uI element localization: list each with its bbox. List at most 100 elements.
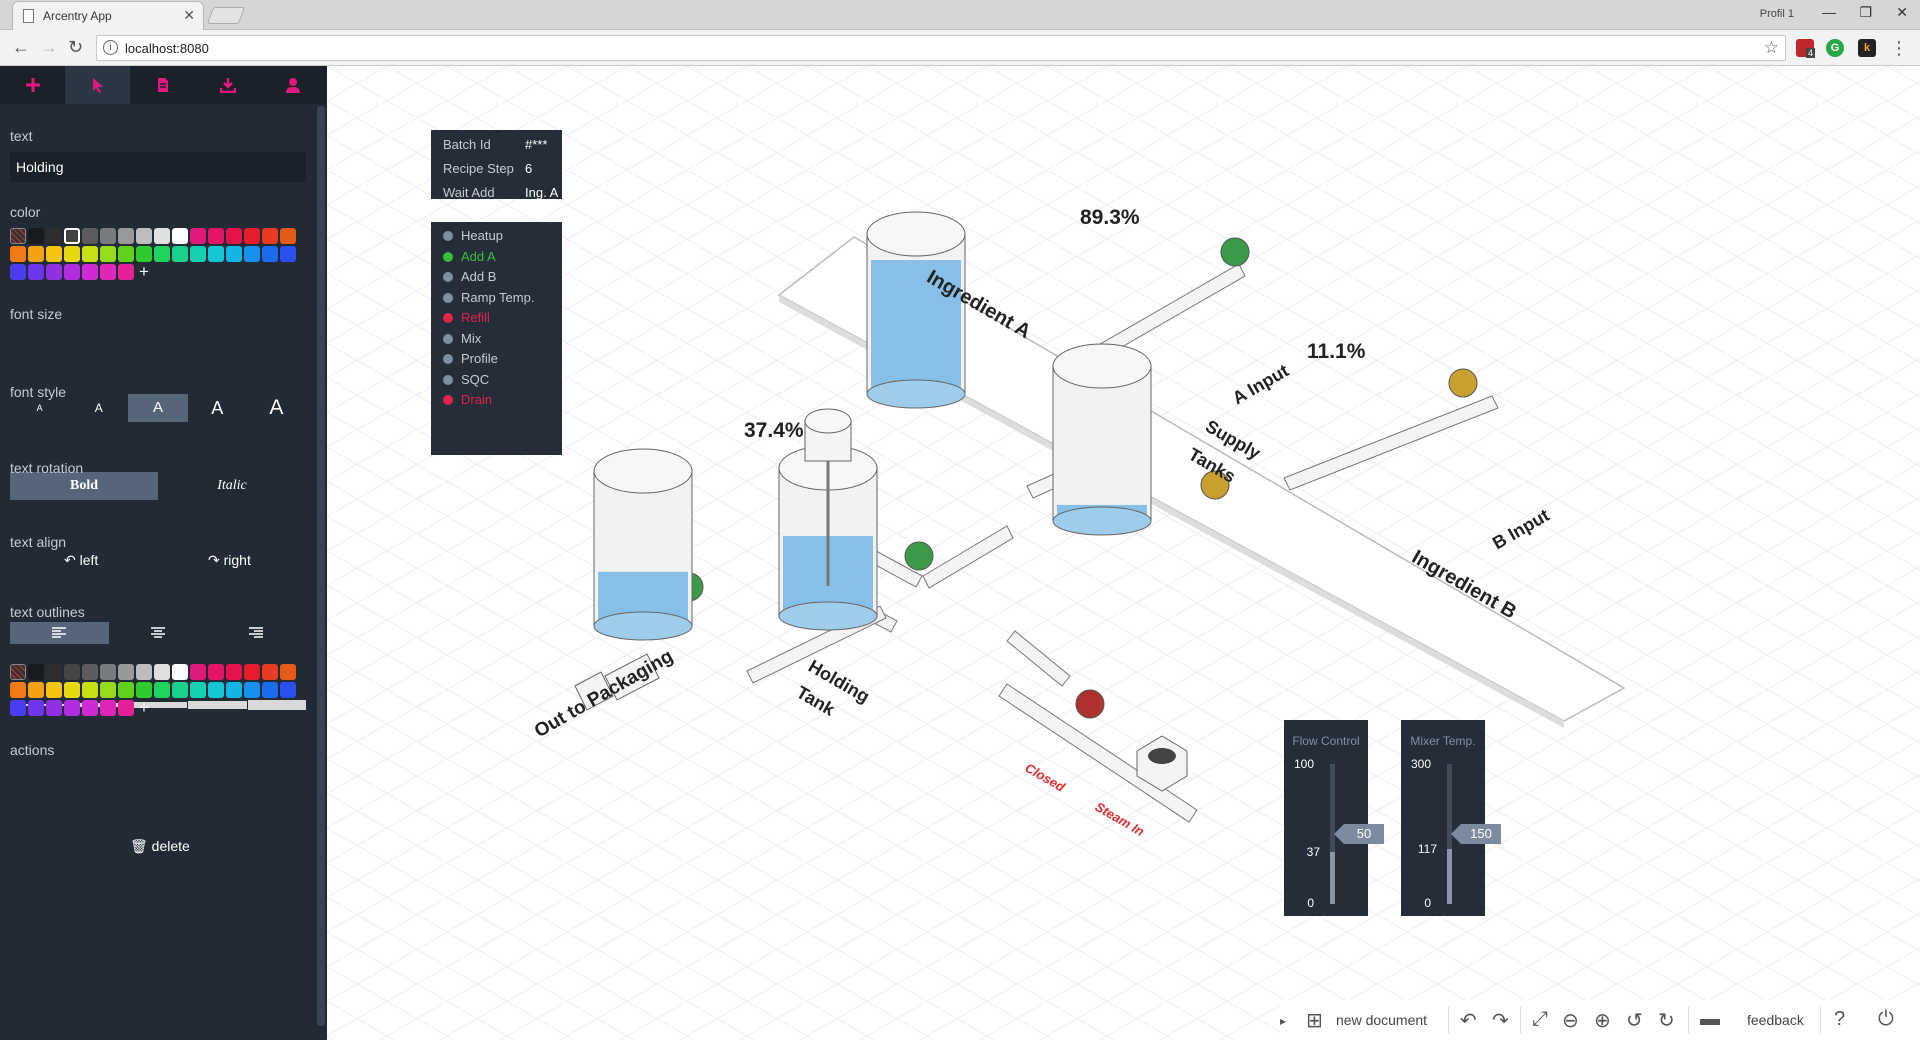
font-size-s-button[interactable]: A <box>94 401 103 415</box>
color-swatch[interactable] <box>100 228 116 244</box>
outline-width-5[interactable] <box>247 700 307 710</box>
color-swatch[interactable] <box>46 682 62 698</box>
packaging-flange[interactable] <box>574 653 660 711</box>
color-swatch[interactable] <box>46 246 62 262</box>
outline-width-3[interactable] <box>128 702 188 708</box>
zoom-in-icon[interactable]: ⊕ <box>1594 1010 1611 1032</box>
color-swatch[interactable] <box>10 682 26 698</box>
color-swatch[interactable] <box>46 228 62 244</box>
add-color-icon[interactable]: + <box>139 262 149 281</box>
new-tab-button[interactable] <box>206 7 246 24</box>
color-swatch[interactable] <box>64 664 80 680</box>
outline-width-4[interactable] <box>188 701 247 709</box>
color-swatch[interactable] <box>280 664 296 680</box>
rotate-left-button[interactable]: ↶ left <box>64 552 98 569</box>
zoom-out-icon[interactable]: ⊖ <box>1562 1010 1579 1032</box>
browser-tab[interactable]: Arcentry App ✕ <box>12 1 204 30</box>
italic-button[interactable]: Italic <box>217 478 247 493</box>
new-document-icon[interactable]: ⊞ <box>1306 1010 1323 1032</box>
color-swatch[interactable] <box>10 246 26 262</box>
select-tool-button[interactable] <box>65 66 130 104</box>
help-icon[interactable]: ? <box>1834 1008 1846 1030</box>
color-swatch[interactable] <box>190 228 206 244</box>
color-swatch[interactable] <box>100 664 116 680</box>
forward-icon[interactable]: → <box>40 37 58 57</box>
redo-icon[interactable]: ↷ <box>1492 1010 1509 1032</box>
color-swatch[interactable] <box>82 228 98 244</box>
color-swatch[interactable] <box>136 682 152 698</box>
grammar-extension-icon[interactable]: G <box>1826 39 1844 57</box>
color-swatch[interactable] <box>154 246 170 262</box>
color-swatch[interactable] <box>262 664 278 680</box>
color-swatch[interactable] <box>262 682 278 698</box>
valve-steam[interactable] <box>1075 689 1105 719</box>
rotate-cw-icon[interactable]: ↻ <box>1658 1010 1675 1032</box>
info-icon[interactable]: i <box>103 40 118 55</box>
color-swatch[interactable] <box>118 682 134 698</box>
color-swatch[interactable] <box>190 664 206 680</box>
restore-icon[interactable]: ❐ <box>1859 4 1872 20</box>
holding-percentage[interactable]: 37.4% <box>744 419 804 442</box>
temp-setpoint-knob[interactable]: 150 <box>1451 824 1501 844</box>
collapse-arrow-icon[interactable]: ▸ <box>1280 1014 1287 1028</box>
color-swatch[interactable] <box>208 664 224 680</box>
browser-menu-icon[interactable]: ⋮ <box>1890 38 1908 58</box>
color-swatch[interactable] <box>100 700 116 716</box>
delete-button[interactable]: 🗑 delete <box>130 838 190 855</box>
text-input[interactable]: Holding <box>10 152 306 182</box>
color-swatch[interactable] <box>208 246 224 262</box>
color-swatch[interactable] <box>172 664 188 680</box>
close-tab-icon[interactable]: ✕ <box>183 7 195 23</box>
add-color-icon[interactable]: + <box>139 698 149 717</box>
flow-setpoint-knob[interactable]: 50 <box>1334 824 1384 844</box>
tank-b[interactable] <box>1052 343 1152 536</box>
color-swatch[interactable] <box>100 246 116 262</box>
align-right-button[interactable] <box>207 622 306 644</box>
color-swatch[interactable] <box>208 682 224 698</box>
color-swatch[interactable] <box>28 700 44 716</box>
valve-supply-yellow[interactable] <box>1200 470 1230 500</box>
color-swatch[interactable] <box>172 228 188 244</box>
user-tool-button[interactable] <box>260 66 325 104</box>
color-swatch[interactable] <box>226 682 242 698</box>
color-swatch[interactable] <box>136 664 152 680</box>
color-swatch[interactable] <box>64 700 80 716</box>
color-swatch[interactable] <box>136 246 152 262</box>
no-color-swatch[interactable] <box>10 228 26 244</box>
color-swatch[interactable] <box>244 682 260 698</box>
valve-b-input[interactable] <box>1448 368 1478 398</box>
color-swatch[interactable] <box>118 664 134 680</box>
feedback-button[interactable]: feedback <box>1747 1012 1804 1028</box>
color-swatch[interactable] <box>64 246 80 262</box>
color-swatch[interactable] <box>82 246 98 262</box>
color-swatch[interactable] <box>154 682 170 698</box>
color-swatch[interactable] <box>82 664 98 680</box>
diagram-canvas[interactable]: Batch Id #*** Recipe Step 6 Wait Add Ing… <box>327 66 1920 1040</box>
color-swatch[interactable] <box>100 682 116 698</box>
tank-b-percentage[interactable]: 11.1% <box>1307 340 1366 363</box>
k-extension-icon[interactable]: k <box>1858 39 1876 57</box>
no-color-swatch[interactable] <box>10 664 26 680</box>
color-swatch[interactable] <box>64 228 80 244</box>
color-swatch[interactable] <box>46 664 62 680</box>
color-swatch[interactable] <box>118 700 134 716</box>
color-swatch[interactable] <box>118 228 134 244</box>
valve-a-input[interactable] <box>1220 237 1250 267</box>
font-size-m-button[interactable]: A <box>128 394 188 422</box>
download-tool-button[interactable] <box>195 66 260 104</box>
fit-screen-icon[interactable]: ⤢ <box>1532 1008 1548 1030</box>
font-size-l-button[interactable]: A <box>211 398 224 418</box>
color-swatch[interactable] <box>28 228 44 244</box>
font-size-xs-button[interactable]: A <box>36 403 43 413</box>
profile-name[interactable]: Profil 1 <box>1759 8 1794 20</box>
close-window-icon[interactable]: ✕ <box>1896 4 1908 20</box>
outline-width-2[interactable] <box>69 703 128 707</box>
mixer-tank[interactable] <box>778 408 878 631</box>
tank-a[interactable] <box>866 211 966 409</box>
align-center-button[interactable] <box>109 622 208 644</box>
color-swatch[interactable] <box>172 682 188 698</box>
color-swatch[interactable] <box>46 264 62 280</box>
color-swatch[interactable] <box>262 228 278 244</box>
color-swatch[interactable] <box>118 264 134 280</box>
flow-track[interactable] <box>1330 764 1335 904</box>
